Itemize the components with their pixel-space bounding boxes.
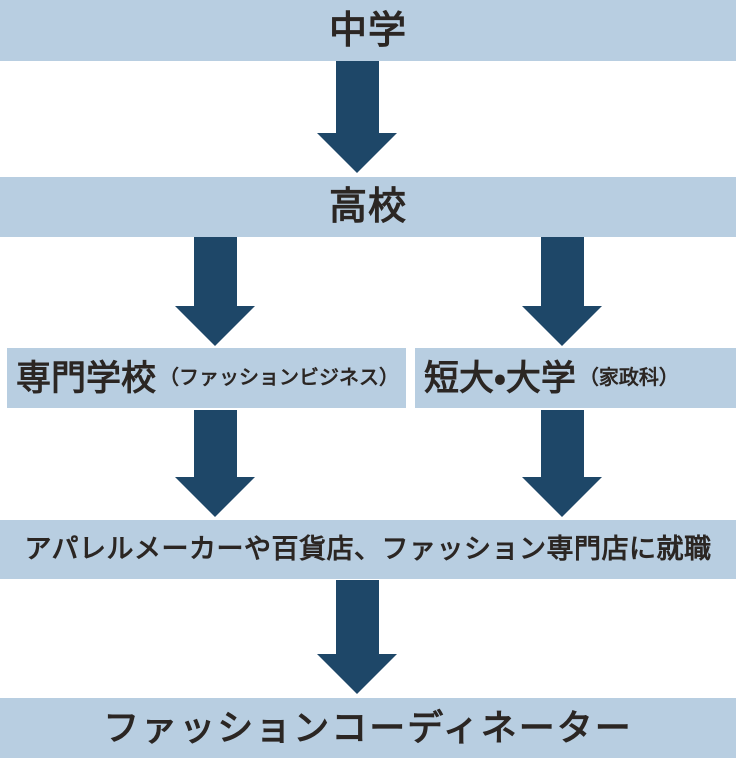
arrow-shaft: [193, 237, 237, 306]
vocational-school-title: 専門学校: [16, 358, 157, 398]
fashion-coordinator-label: ファッションコーディネーター: [103, 707, 633, 748]
high-school-label: 高校: [328, 186, 407, 228]
arrow-shaft: [540, 410, 584, 477]
arrow-head: [175, 477, 255, 517]
arrow-shaft: [540, 237, 584, 306]
college-university-note: （家政科）: [578, 367, 679, 389]
arrow-shaft: [335, 580, 379, 654]
arrow-head: [522, 306, 602, 346]
down-arrow-icon: [175, 410, 255, 517]
node-vocational-school: 専門学校 （ファッションビジネス）: [7, 348, 406, 408]
down-arrow-icon: [317, 61, 397, 173]
arrow-shaft: [335, 61, 379, 133]
arrow-head: [317, 654, 397, 694]
employment-label: アパレルメーカーや百貨店、ファッション専門店に就職: [24, 534, 712, 564]
node-junior-high-school: 中学: [0, 0, 736, 61]
down-arrow-icon: [522, 237, 602, 346]
node-college-university: 短大・大学 （家政科）: [415, 348, 736, 408]
node-high-school: 高校: [0, 177, 736, 237]
down-arrow-icon: [175, 237, 255, 346]
node-fashion-coordinator: ファッションコーディネーター: [0, 698, 736, 758]
down-arrow-icon: [317, 580, 397, 694]
down-arrow-icon: [522, 410, 602, 517]
college-university-title: 短大・大学: [424, 358, 576, 398]
arrow-head: [317, 133, 397, 173]
node-employment: アパレルメーカーや百貨店、ファッション専門店に就職: [0, 520, 736, 579]
arrow-head: [522, 477, 602, 517]
arrow-shaft: [193, 410, 237, 477]
arrow-head: [175, 306, 255, 346]
junior-high-school-label: 中学: [328, 9, 407, 52]
vocational-school-note: （ファッションビジネス）: [159, 367, 400, 389]
